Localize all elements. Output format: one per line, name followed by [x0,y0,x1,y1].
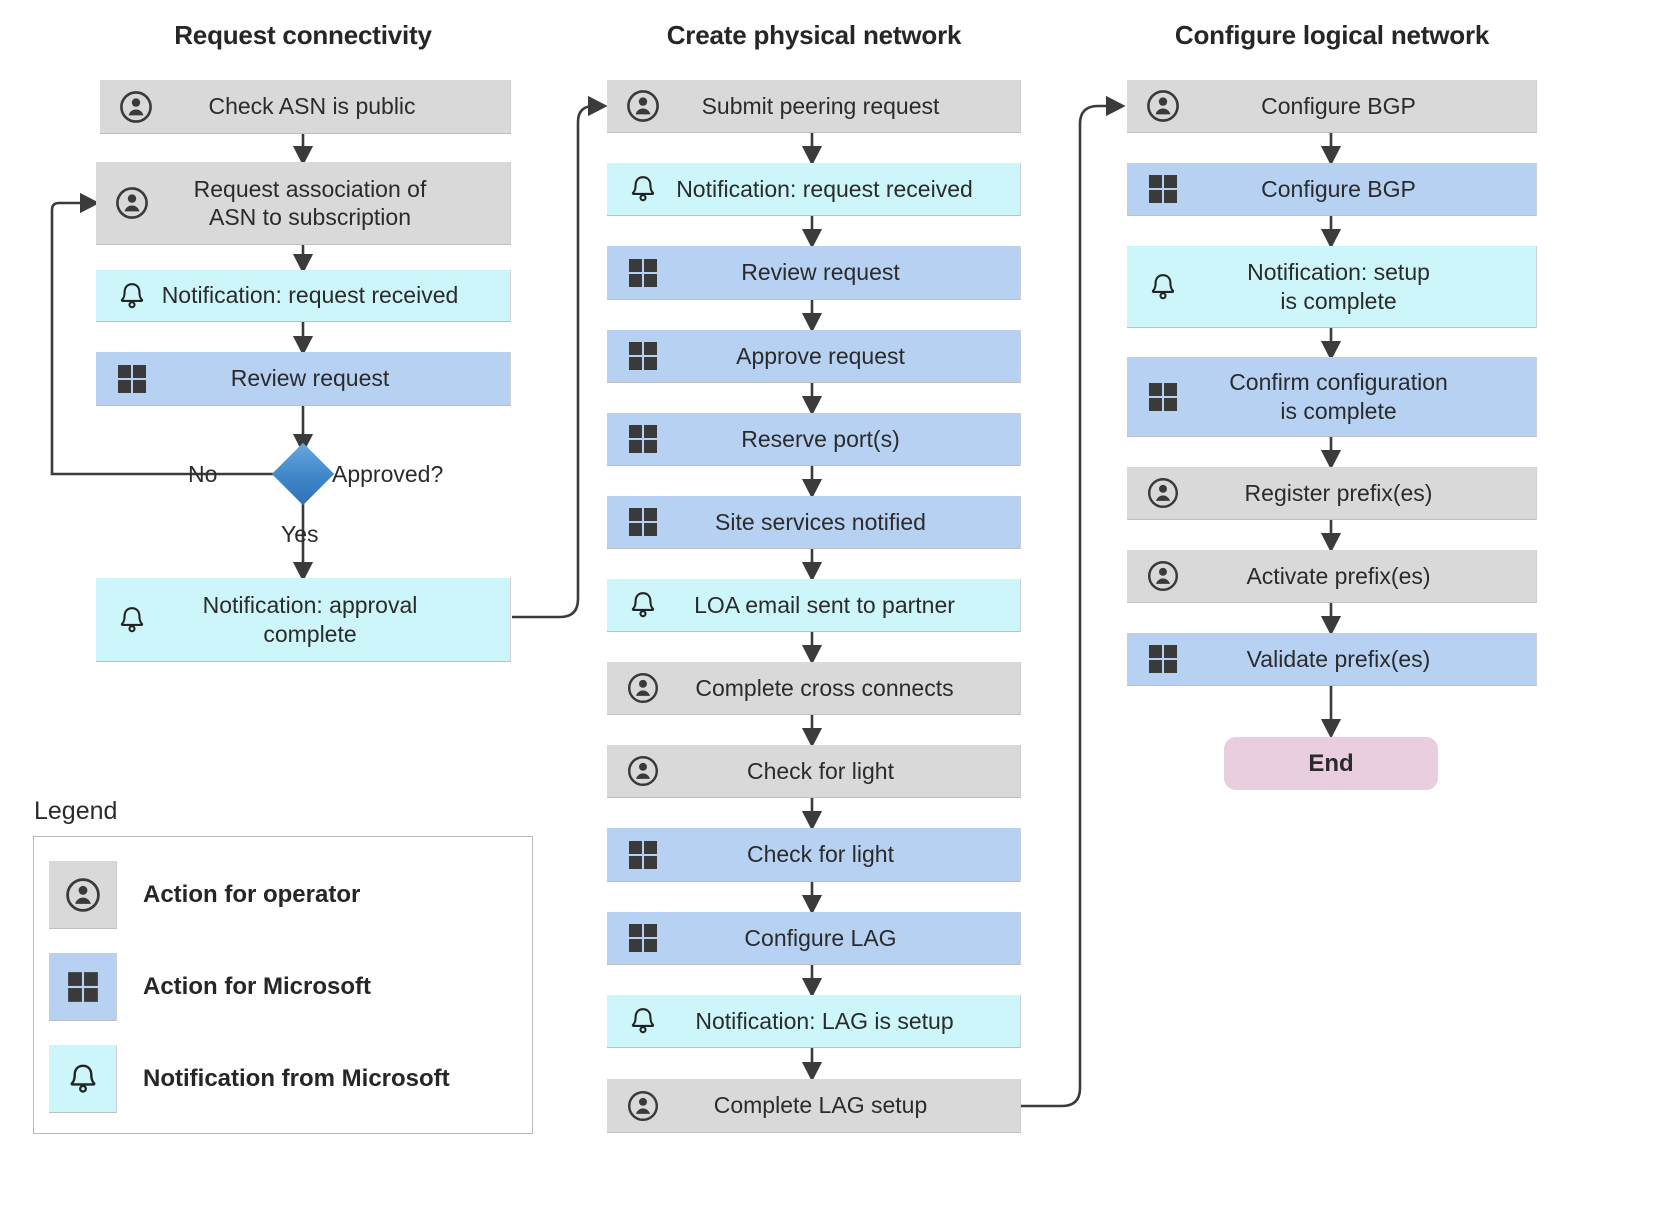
node-notification-request-received[interactable]: Notification: request received [96,270,511,322]
node-label: Complete cross connects [695,674,954,701]
node-label: Check for light [746,757,894,784]
edge-label-no: No [188,461,218,487]
person-circle-icon [116,87,156,127]
microsoft-logo-icon [623,419,663,459]
bell-icon [64,1060,102,1098]
node-configure-lag[interactable]: Configure LAG [607,912,1021,965]
node-end-terminator[interactable]: End [1224,737,1438,790]
node-label: Review request [741,259,900,286]
microsoft-logo-icon [1143,169,1183,209]
node-label: Register prefix(es) [1244,479,1433,506]
bell-icon [623,169,663,209]
microsoft-logo-icon [623,835,663,875]
legend-label-operator: Action for operator [143,881,361,908]
node-label: Validate prefix(es) [1246,645,1431,672]
node-request-association-of-asn-to-subscription[interactable]: Request association of ASN to subscripti… [96,162,511,245]
legend-item-microsoft: Action for Microsoft [49,953,371,1021]
node-label: Configure BGP [1261,92,1416,119]
node-notification-approval-complete[interactable]: Notification: approval complete [96,578,511,662]
microsoft-logo-icon [623,502,663,542]
bell-icon [112,600,152,640]
node-label: LOA email sent to partner [694,591,955,618]
node-label: Check ASN is public [208,93,416,120]
node-notification-lag-is-setup[interactable]: Notification: LAG is setup [607,995,1021,1048]
column-title-request-connectivity: Request connectivity [174,20,432,50]
column-title-configure-logical-network: Configure logical network [1174,20,1490,50]
decision-question-label: Approved? [332,461,444,487]
person-circle-icon [112,183,152,223]
edge-col1-to-col2 [512,95,608,619]
microsoft-logo-icon [1143,377,1183,417]
person-circle-icon [623,668,663,708]
node-complete-cross-connects[interactable]: Complete cross connects [607,662,1021,715]
node-review-request[interactable]: Review request [96,352,511,406]
node-notification-request-received-2[interactable]: Notification: request received [607,163,1021,216]
person-circle-icon [64,876,102,914]
node-activate-prefixes[interactable]: Activate prefix(es) [1127,550,1537,603]
node-check-for-light-microsoft[interactable]: Check for light [607,828,1021,882]
node-check-for-light-operator[interactable]: Check for light [607,745,1021,798]
node-reserve-ports[interactable]: Reserve port(s) [607,413,1021,466]
node-complete-lag-setup[interactable]: Complete LAG setup [607,1079,1021,1133]
microsoft-logo-icon [112,359,152,399]
bell-icon [623,585,663,625]
person-circle-icon [623,1086,663,1126]
node-label: Submit peering request [701,92,940,119]
edge-decision-no-loopback [50,192,277,476]
bell-icon [623,1001,663,1041]
node-label: Notification: setup is complete [1247,259,1430,314]
column-title-create-physical-network: Create physical network [666,20,962,50]
microsoft-logo-icon [623,253,663,293]
node-submit-peering-request[interactable]: Submit peering request [607,80,1021,133]
person-circle-icon [623,86,663,126]
legend-item-operator: Action for operator [49,861,360,929]
person-circle-icon [1143,86,1183,126]
legend-item-notification: Notification from Microsoft [49,1045,450,1113]
node-label: Site services notified [715,508,926,535]
person-circle-icon [623,751,663,791]
person-circle-icon [1143,556,1183,596]
node-label: Approve request [736,342,905,369]
node-validate-prefixes[interactable]: Validate prefix(es) [1127,633,1537,686]
edge-col2-to-col3 [1021,95,1126,1108]
node-approve-request[interactable]: Approve request [607,330,1021,383]
legend-label-notification: Notification from Microsoft [143,1065,450,1092]
node-label: Configure LAG [744,924,897,951]
node-label: Notification: LAG is setup [695,1007,954,1034]
node-label: Notification: request received [161,282,459,309]
node-label: Notification: request received [676,175,973,202]
bell-icon [112,276,152,316]
node-review-request-2[interactable]: Review request [607,246,1021,300]
legend-swatch-notification [49,1045,117,1113]
person-circle-icon [1143,473,1183,513]
edge-label-yes: Yes [281,521,319,547]
node-configure-bgp-microsoft[interactable]: Configure BGP [1127,163,1537,216]
bell-icon [1143,267,1183,307]
node-label: Review request [230,365,390,392]
microsoft-logo-icon [623,918,663,958]
legend-label-microsoft: Action for Microsoft [143,973,371,1000]
node-check-asn-is-public[interactable]: Check ASN is public [100,80,511,134]
microsoft-logo-icon [66,970,100,1004]
node-register-prefixes[interactable]: Register prefix(es) [1127,467,1537,520]
microsoft-logo-icon [623,336,663,376]
node-configure-bgp-operator[interactable]: Configure BGP [1127,80,1537,133]
node-confirm-configuration-is-complete[interactable]: Confirm configuration is complete [1127,357,1537,437]
node-label: Request association of ASN to subscripti… [193,175,427,230]
node-label: Complete LAG setup [713,1092,928,1119]
legend-title: Legend [34,797,118,825]
node-notification-setup-is-complete[interactable]: Notification: setup is complete [1127,246,1537,328]
node-label: Activate prefix(es) [1246,562,1431,589]
legend-swatch-operator [49,861,117,929]
node-label: Reserve port(s) [741,425,900,452]
node-label: Notification: approval complete [202,592,418,647]
node-label: Confirm configuration is complete [1229,369,1448,424]
node-site-services-notified[interactable]: Site services notified [607,496,1021,549]
node-loa-email-sent-to-partner[interactable]: LOA email sent to partner [607,579,1021,632]
node-label: Check for light [746,841,894,868]
microsoft-logo-icon [1143,639,1183,679]
legend-swatch-microsoft [49,953,117,1021]
node-label: Configure BGP [1261,175,1416,202]
